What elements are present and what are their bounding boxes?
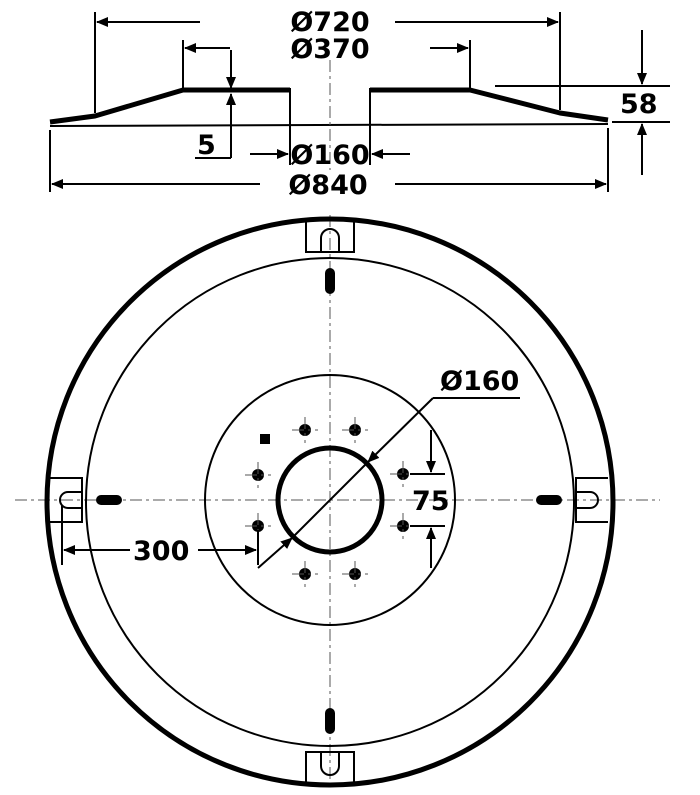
disc-profile-underside <box>49 123 609 127</box>
dim-label-840: Ø840 <box>288 170 367 201</box>
bolt-hole <box>292 561 318 587</box>
disc-outer-edge <box>44 216 616 788</box>
dim-label-720: Ø720 <box>290 7 369 38</box>
slot-left <box>96 495 122 505</box>
rim-notch-left <box>50 477 83 523</box>
disc-profile-outline <box>49 87 609 125</box>
bolt-hole <box>342 417 368 443</box>
side-view: Ø720 Ø370 58 5 Ø160 Ø840 <box>49 7 670 201</box>
dim-label-370: Ø370 <box>290 34 369 65</box>
slot-bottom <box>325 708 335 734</box>
bolt-hole <box>342 561 368 587</box>
bolt-hole <box>292 417 318 443</box>
dim-label-58: 58 <box>620 89 658 120</box>
bolt-hole-pattern <box>245 417 416 587</box>
hub-flange <box>204 374 456 626</box>
rim-notch-top <box>305 222 355 253</box>
dim-label-300: 300 <box>133 536 189 567</box>
plan-view: Ø160 300 75 <box>15 215 660 790</box>
disc-inner-edge <box>85 257 575 747</box>
dim-label-75: 75 <box>412 486 450 517</box>
rim-notch-right <box>575 477 608 523</box>
bolt-hole <box>260 434 270 444</box>
center-bore <box>275 445 385 555</box>
bolt-hole <box>390 461 416 487</box>
bolt-hole <box>245 513 271 539</box>
bolt-hole <box>245 462 271 488</box>
dim-line-160-plan-lower <box>257 537 293 569</box>
slot-top <box>325 268 335 294</box>
rim-notch-bottom <box>305 751 355 782</box>
bolt-hole <box>390 513 416 539</box>
dim-label-5: 5 <box>197 130 216 161</box>
slot-right <box>536 495 562 505</box>
dim-line-160-plan-mid <box>291 461 369 539</box>
dim-label-160-side: Ø160 <box>290 140 369 171</box>
dim-label-160-plan: Ø160 <box>440 366 519 397</box>
dim-line-160-plan-upper <box>367 397 434 463</box>
